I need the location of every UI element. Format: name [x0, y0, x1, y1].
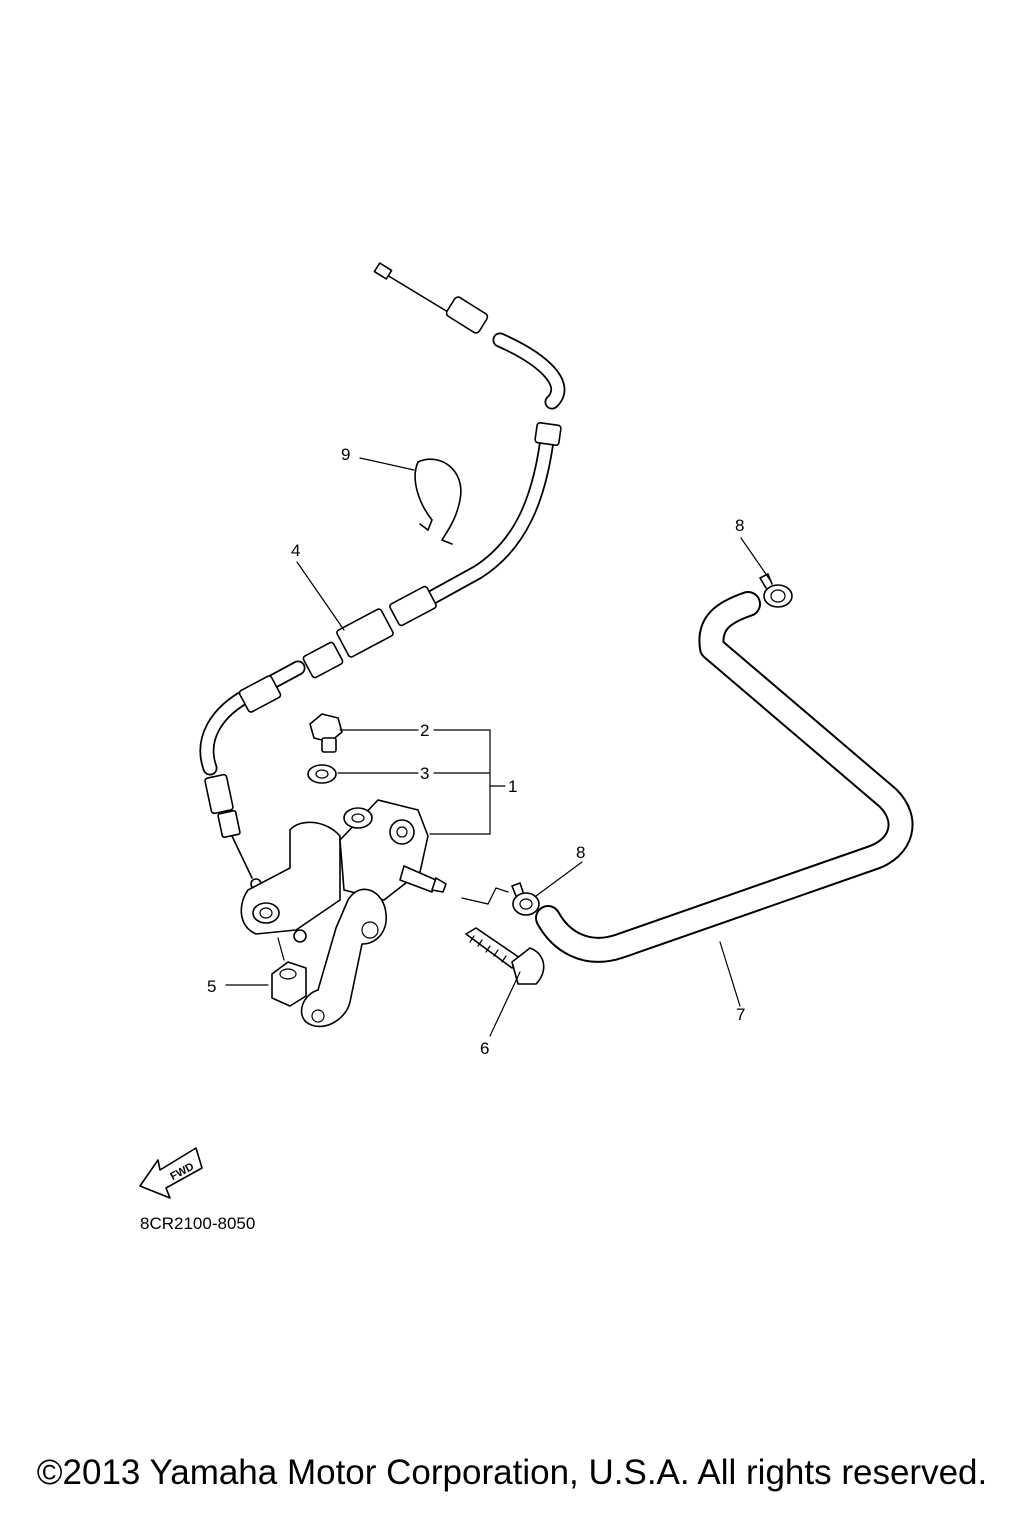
- hose-clip-mid-part-8: [511, 882, 540, 916]
- callout-8-mid: 8: [576, 843, 585, 862]
- callout-6: 6: [480, 1039, 489, 1058]
- washer-part-3: [307, 764, 337, 784]
- nut-part-5: [271, 961, 307, 1007]
- pump-bolt-part-6: [465, 927, 545, 985]
- pump-cable-part-4: [199, 262, 566, 890]
- leader-lines: [225, 457, 771, 1037]
- copyright-notice: ©2013 Yamaha Motor Corporation, U.S.A. A…: [36, 1453, 988, 1492]
- diagram-code: 8CR2100-8050: [140, 1214, 256, 1233]
- oil-pump-assembly-part-1: [240, 799, 509, 1028]
- callout-4: 4: [291, 541, 300, 560]
- bolt-part-2: [309, 713, 343, 753]
- callout-5: 5: [207, 977, 216, 996]
- hose-clip-top-part-8: [759, 573, 793, 608]
- cable-clip-part-9: [414, 458, 462, 545]
- callout-7: 7: [736, 1005, 745, 1024]
- callout-9: 9: [341, 445, 350, 464]
- callout-3: 3: [420, 764, 429, 783]
- fwd-arrow-icon: FWD: [139, 1147, 203, 1199]
- callout-2: 2: [420, 721, 429, 740]
- callout-8-top: 8: [735, 516, 744, 535]
- callout-1: 1: [508, 777, 517, 796]
- oil-hose-part-7: [535, 591, 914, 963]
- callout-numbers: 1 2 3 4 5 6 7 8 8 9: [207, 445, 745, 1058]
